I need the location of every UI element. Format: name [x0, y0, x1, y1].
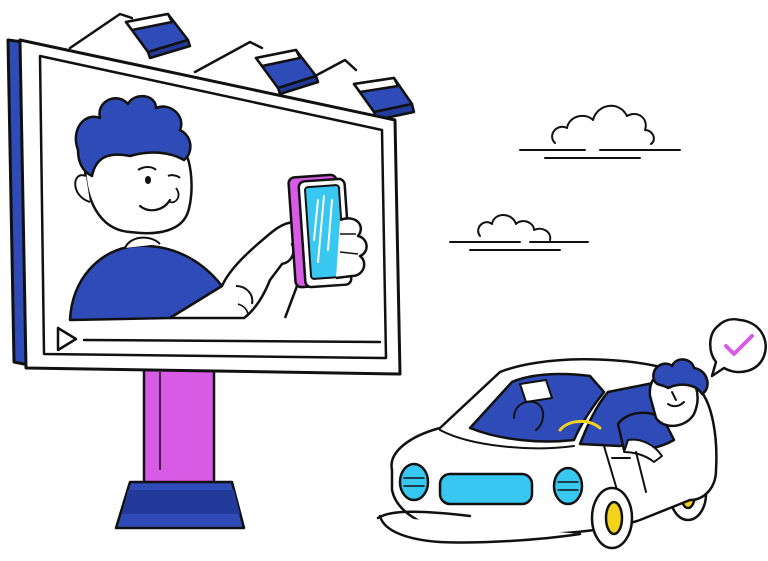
spotlight-3: [352, 76, 416, 122]
billboard-screen: [56, 95, 382, 352]
speech-bubble: [709, 318, 767, 378]
spotlight-1: [124, 12, 192, 60]
headlight-right: [552, 466, 584, 506]
cloud-top: [519, 105, 681, 159]
driver-leaning-out: [616, 358, 709, 463]
car: [376, 358, 718, 550]
play-icon: [56, 326, 78, 352]
video-controls: [56, 326, 382, 352]
billboard-base: [114, 480, 246, 530]
cloud-bottom: [449, 214, 589, 251]
billboard-lights: [68, 12, 416, 122]
spotlight-2: [254, 48, 320, 96]
person-hair: [74, 95, 192, 178]
headlight-left: [398, 462, 430, 502]
checkmark-icon: [724, 334, 754, 356]
video-progress-bar: [82, 338, 382, 344]
billboard-pole: [142, 360, 216, 486]
car-grille: [438, 472, 534, 506]
